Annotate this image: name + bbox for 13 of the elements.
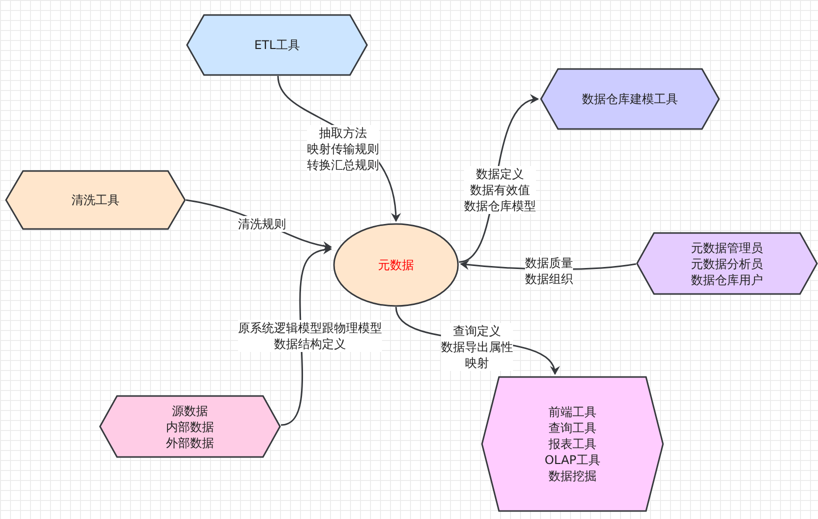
edge-label: 抽取方法映射传输规则转换汇总规则 — [307, 125, 379, 173]
hexagon-box: 清洗工具 — [5, 170, 186, 230]
edge-label: 数据定义数据有效值数据仓库模型 — [464, 166, 536, 214]
edge-label: 原系统逻辑模型跟物理模型数据结构定义 — [238, 320, 382, 352]
hexagon-box: 前端工具查询工具报表工具OLAP工具数据挖掘 — [481, 376, 664, 512]
hexagon-box: 元数据管理员元数据分析员数据仓库用户 — [636, 232, 818, 295]
hexagon-box: 源数据内部数据外部数据 — [99, 395, 281, 458]
edge-label: 清洗规则 — [238, 216, 286, 232]
ellipse-node: 元数据 — [333, 223, 459, 307]
hexagon-box: ETL工具 — [186, 14, 368, 76]
hexagon-box: 数据仓库建模工具 — [540, 68, 720, 130]
edge-label: 查询定义数据导出属性映射 — [441, 323, 513, 371]
edge-label: 数据质量数据组织 — [525, 255, 573, 287]
